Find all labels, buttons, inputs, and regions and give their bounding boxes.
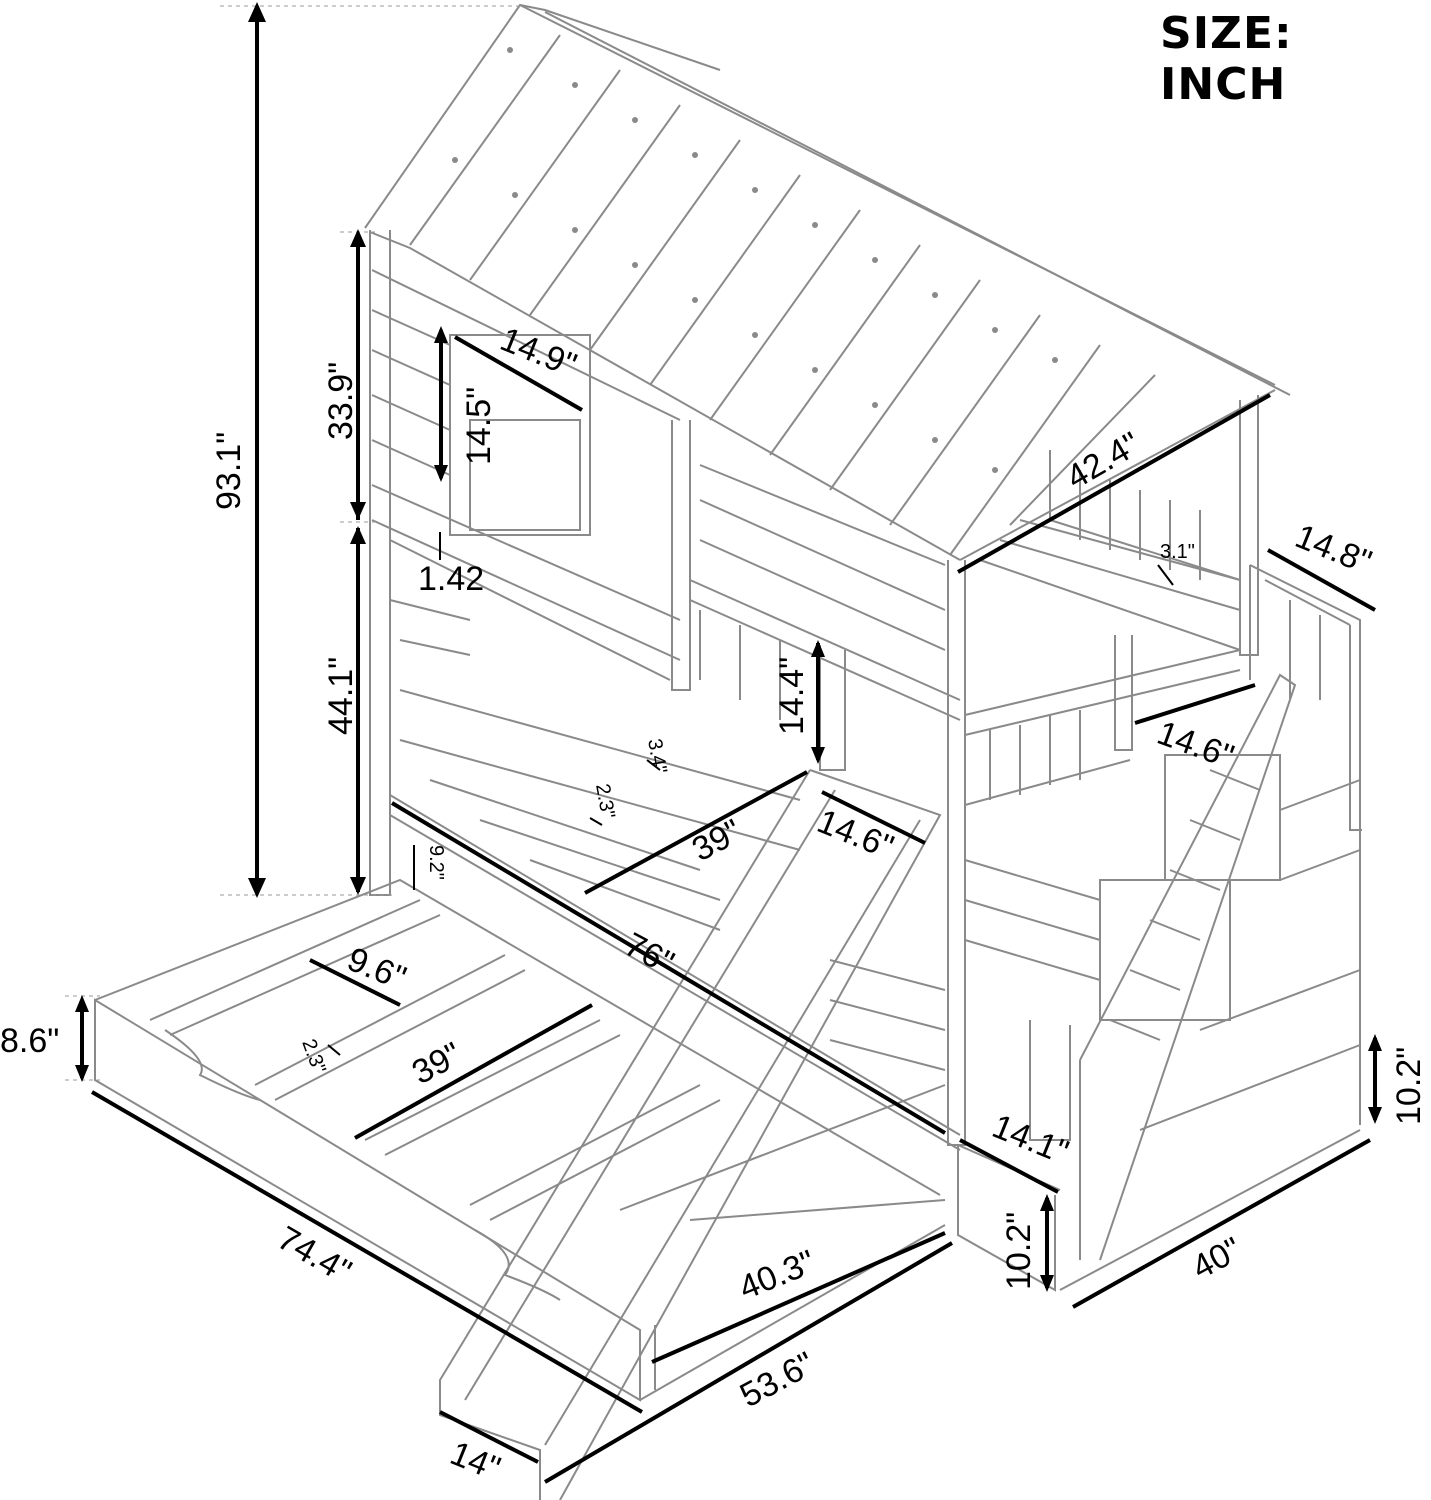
- label-roof-diagonal: 42.4": [1060, 425, 1147, 497]
- label-slide-width: 14.6": [812, 802, 899, 867]
- label-slat-width-mid: 2.3": [591, 782, 619, 820]
- page-title: SIZE: INCH: [1160, 8, 1293, 110]
- bed-outline: [94, 3, 1362, 1500]
- label-window-height: 14.5": [460, 387, 498, 465]
- roof-planks: [409, 34, 1156, 556]
- label-top-height: 33.9": [322, 362, 360, 440]
- dimension-labels: 93.1" 33.9" 44.1" 1.42 14.9" 14.5" 42.4"…: [0, 320, 1428, 1488]
- label-window-width: 14.9": [495, 320, 582, 385]
- label-stair-top-width: 14.8": [1290, 517, 1377, 582]
- label-drawer-height-front: 10.2": [1000, 1212, 1038, 1290]
- label-trundle-width: 39": [406, 1035, 468, 1092]
- arrowheads: [75, 2, 1382, 1292]
- label-trundle-slat-width: 2.3": [297, 1036, 330, 1076]
- label-slide-length: 40.3": [734, 1243, 821, 1308]
- bolt-dots: [452, 47, 1058, 473]
- label-trundle-slat-spacing: 9.6": [342, 940, 411, 997]
- label-slat-gap-top: 3.1": [1160, 541, 1195, 563]
- label-slide-run: 53.6": [734, 1345, 821, 1415]
- label-bed-length: 76": [618, 926, 680, 983]
- extension-lines: [65, 5, 520, 1081]
- label-trundle-length: 74.4": [271, 1219, 358, 1291]
- label-trundle-height: 8.6": [0, 1022, 59, 1060]
- dimension-lines: [80, 8, 1377, 1484]
- label-overall-height: 93.1": [210, 432, 248, 510]
- small-dimension-lines: [327, 532, 1174, 1056]
- label-slat-gap-mid: 3.4": [643, 737, 671, 775]
- label-guard-gap: 1.42: [418, 560, 484, 598]
- label-drawer-height-right: 10.2": [1390, 1047, 1428, 1125]
- label-lower-height: 44.1": [322, 657, 360, 735]
- label-trundle-gap: 9.2": [425, 845, 447, 880]
- label-rail-height: 14.4": [773, 657, 811, 735]
